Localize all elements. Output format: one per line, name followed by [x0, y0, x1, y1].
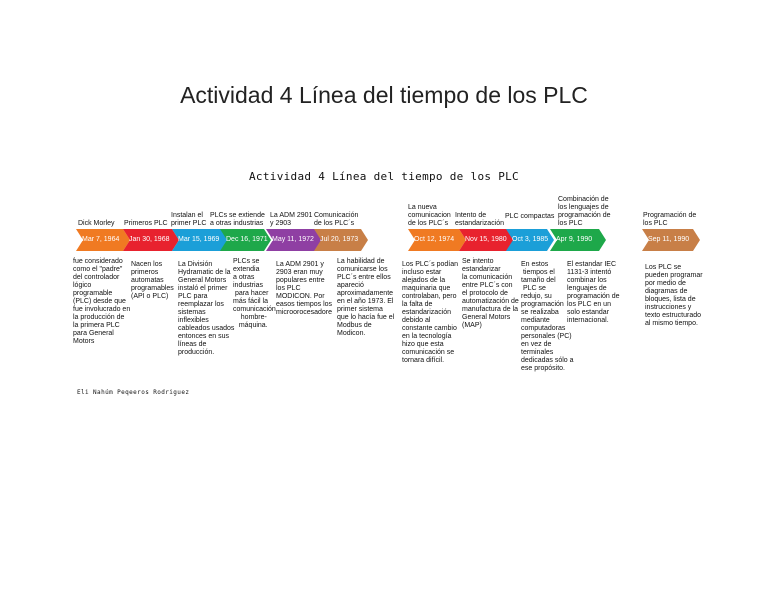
event-date: Sep 11, 1990	[648, 236, 690, 243]
event-arrow: Jan 30, 1968	[123, 229, 179, 251]
event-arrow-shape	[314, 229, 368, 251]
event-label: PLCs se extiende a otras industrias	[210, 212, 265, 227]
event-arrow-shape	[459, 229, 514, 251]
event-arrow-shape	[506, 229, 554, 251]
event-description: Los PLC´s podían incluso estar alejados …	[402, 261, 459, 364]
event-arrow-shape	[172, 229, 228, 251]
event-arrow: Oct 12, 1974	[408, 229, 466, 251]
event-arrow-fill	[172, 229, 228, 251]
event-arrow-shape	[550, 229, 606, 251]
event-arrow-fill	[408, 229, 466, 251]
event-arrow: Nov 15, 1980	[459, 229, 514, 251]
event-label: Comunicación de los PLC´s	[314, 212, 359, 227]
event-arrow: Mar 15, 1969	[172, 229, 228, 251]
event-description: El estandar IEC 1131-3 intentó combinar …	[567, 261, 620, 324]
event-arrow-shape	[266, 229, 322, 251]
timeline-title: Actividad 4 Línea del tiempo de los PLC	[249, 170, 519, 183]
author-credit: Eli Nahúm Peqeeros Rodriguez	[77, 389, 190, 396]
event-date: Jul 20, 1973	[320, 236, 359, 243]
event-label: Dick Morley	[78, 220, 115, 227]
event-description: PLCs se extendia a otras industrias para…	[233, 258, 276, 329]
event-arrow-shape	[220, 229, 271, 251]
event-description: Los PLC se pueden programar por medio de…	[645, 264, 703, 327]
event-description: Nacen los primeros automatas programable…	[131, 261, 174, 300]
event-arrow-shape	[123, 229, 179, 251]
event-arrow-fill	[123, 229, 179, 251]
event-description: La habilidad de comunicarse los PLC´s en…	[337, 258, 395, 337]
event-date: Jan 30, 1968	[129, 236, 170, 243]
event-date: Nov 15, 1980	[465, 236, 507, 243]
event-arrow-fill	[220, 229, 271, 251]
event-date: Apr 9, 1990	[556, 236, 593, 243]
event-arrow-shape	[642, 229, 700, 251]
event-description: En estos tiempos el tamaño del PLC se re…	[521, 261, 574, 372]
event-label: Combinación de los lenguajes de programa…	[558, 196, 611, 227]
page-title: Actividad 4 Línea del tiempo de los PLC	[180, 82, 588, 108]
event-arrow: Sep 11, 1990	[642, 229, 700, 251]
event-label: PLC compactas	[505, 213, 555, 220]
event-date: Mar 7, 1964	[82, 236, 120, 243]
event-arrow-shape	[76, 229, 130, 251]
event-arrow: Dec 16, 1971	[220, 229, 271, 251]
event-arrow-fill	[459, 229, 514, 251]
event-arrow-shape	[408, 229, 466, 251]
event-date: May 11, 1972	[272, 236, 314, 243]
event-date: Dec 16, 1971	[226, 236, 268, 243]
event-date: Oct 3, 1985	[512, 236, 549, 243]
event-arrow-fill	[76, 229, 130, 251]
event-description: Se intento estandarizar la comunicación …	[462, 258, 519, 329]
event-description: La ADM 2901 y 2903 eran muy populares en…	[276, 261, 333, 316]
event-label: Primeros PLC	[124, 220, 168, 227]
event-label: Intento de estandarización	[455, 212, 505, 227]
event-date: Mar 15, 1969	[178, 236, 220, 243]
event-label: La nueva comunicacion de los PLC´s	[408, 204, 451, 227]
event-label: Programación de los PLC	[643, 212, 697, 227]
event-arrow: Jul 20, 1973	[314, 229, 368, 251]
event-arrow-fill	[550, 229, 606, 251]
event-arrow-fill	[642, 229, 700, 251]
event-arrow-fill	[266, 229, 322, 251]
event-label: Instalan el primer PLC	[171, 212, 207, 227]
event-description: fue considerado como el "padre" del cont…	[73, 258, 131, 345]
event-arrow: May 11, 1972	[266, 229, 322, 251]
event-date: Oct 12, 1974	[414, 236, 455, 243]
event-arrow-fill	[314, 229, 368, 251]
event-label: La ADM 2901 y 2903	[270, 212, 313, 227]
event-arrow-fill	[506, 229, 554, 251]
event-description: La División Hydramatic de la General Mot…	[178, 261, 235, 356]
event-arrow: Mar 7, 1964	[76, 229, 130, 251]
event-arrow: Apr 9, 1990	[550, 229, 606, 251]
event-arrow: Oct 3, 1985	[506, 229, 554, 251]
